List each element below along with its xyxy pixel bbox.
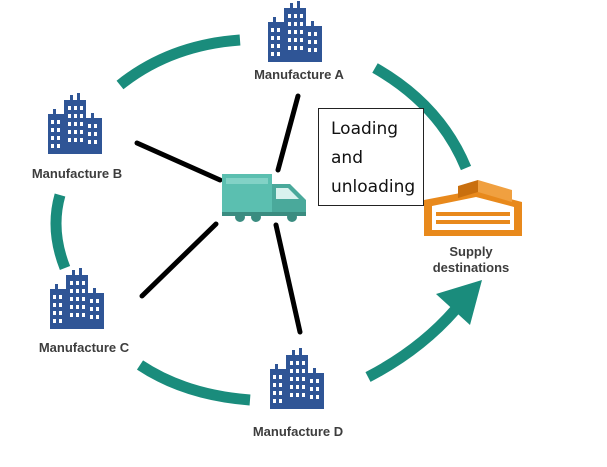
- arc-d-to-c: [136, 360, 251, 406]
- manufacture-a: Manufacture A: [254, 1, 345, 82]
- manufacture-c-label: Manufacture C: [39, 340, 130, 355]
- office-building-icon: [270, 348, 324, 409]
- office-building-icon: [268, 1, 322, 62]
- arc-b-to-a: [116, 34, 241, 90]
- supply-label-line1: Supply: [449, 244, 493, 259]
- manufacture-d: Manufacture D: [253, 348, 343, 439]
- connector-to-a: [275, 93, 301, 173]
- manufacture-d-label: Manufacture D: [253, 424, 343, 439]
- callout-line-2: and: [331, 148, 363, 168]
- manufacture-b: Manufacture B: [32, 93, 122, 181]
- supply-label-line2: destinations: [433, 260, 510, 275]
- connector-to-b: [134, 140, 223, 183]
- arc-arrowhead: [436, 280, 482, 325]
- manufacture-a-label: Manufacture A: [254, 67, 344, 82]
- connector-to-c: [139, 221, 219, 299]
- connector-to-d: [273, 222, 303, 335]
- connector-lines: [134, 93, 303, 335]
- delivery-truck-icon: [222, 174, 306, 222]
- office-building-icon: [50, 268, 104, 329]
- loading-unloading-callout: Loading and unloading: [318, 108, 424, 206]
- office-building-icon: [48, 93, 102, 154]
- callout-line-1: Loading: [331, 119, 399, 139]
- callout-line-3: unloading: [331, 177, 416, 197]
- arc-c-to-b: [50, 193, 71, 271]
- manufacture-c: Manufacture C: [39, 268, 130, 355]
- supply-destinations: Supply destinations: [424, 180, 522, 275]
- arc-a-to-supply: [372, 63, 472, 171]
- warehouse-icon: [424, 180, 522, 236]
- manufacture-b-label: Manufacture B: [32, 166, 122, 181]
- arc-supply-to-d: [365, 306, 460, 382]
- cycle-arcs: [50, 34, 482, 406]
